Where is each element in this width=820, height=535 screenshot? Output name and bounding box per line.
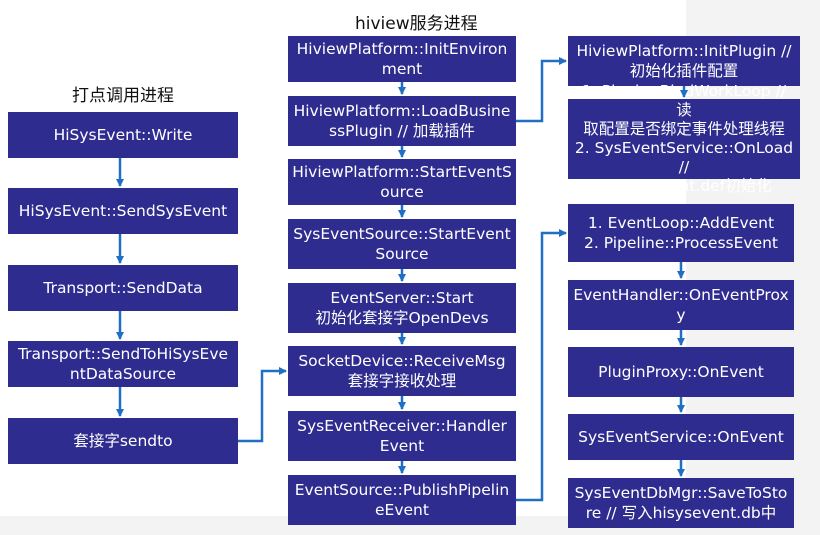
left-column-title: 打点调用进程 [72,86,174,106]
node-plugin-proxy: PluginProxy::OnEvent [568,347,794,397]
node-event-handler: EventHandler::OnEventProx y [568,280,794,330]
node-receiver-handler: SysEventReceiver::Handler Event [288,411,516,461]
middle-column-title: hiview服务进程 [355,14,478,34]
node-send-to-datasource: Transport::SendToHiSysEve ntDataSource [8,341,238,387]
node-db-save: SysEventDbMgr::SaveToSto re // 写入hisysev… [568,478,794,528]
node-init-plugin: HiviewPlatform::InitPlugin // 初始化插件配置 [568,36,800,86]
node-load-business-plugin: HiviewPlatform::LoadBusine ssPlugin // 加… [288,96,516,146]
node-socket-sendto: 套接字sendto [8,418,238,464]
node-send-sys-event: HiSysEvent::SendSysEvent [8,188,238,234]
node-sys-event-service: SysEventService::OnEvent [568,414,794,460]
arrow-publish-to-addevent [516,229,567,502]
node-add-process-event: 1. EventLoop::AddEvent 2. Pipeline::Proc… [568,204,794,262]
node-publish-pipeline: EventSource::PublishPipelin eEvent [288,475,516,525]
node-init-environment: HiviewPlatform::InitEnviron ment [288,36,516,82]
node-event-server-start: EventServer::Start 初始化套接字OpenDevs [288,283,516,333]
arrow-sendto-to-receive [238,367,287,443]
arrow-load-to-initplugin [516,57,567,123]
node-hisysevent-write: HiSysEvent::Write [8,112,238,158]
node-plugin-bind-onload: 1. Plugin::BindWorkLoop // 读 取配置是否绑定事件处理… [568,82,800,195]
node-start-event-source: HiviewPlatform::StartEventS ource [288,159,516,205]
node-sys-event-source-start: SysEventSource::StartEvent Source [288,219,516,269]
node-send-data: Transport::SendData [8,265,238,311]
node-socket-receive: SocketDevice::ReceiveMsg 套接字接收处理 [288,346,516,396]
